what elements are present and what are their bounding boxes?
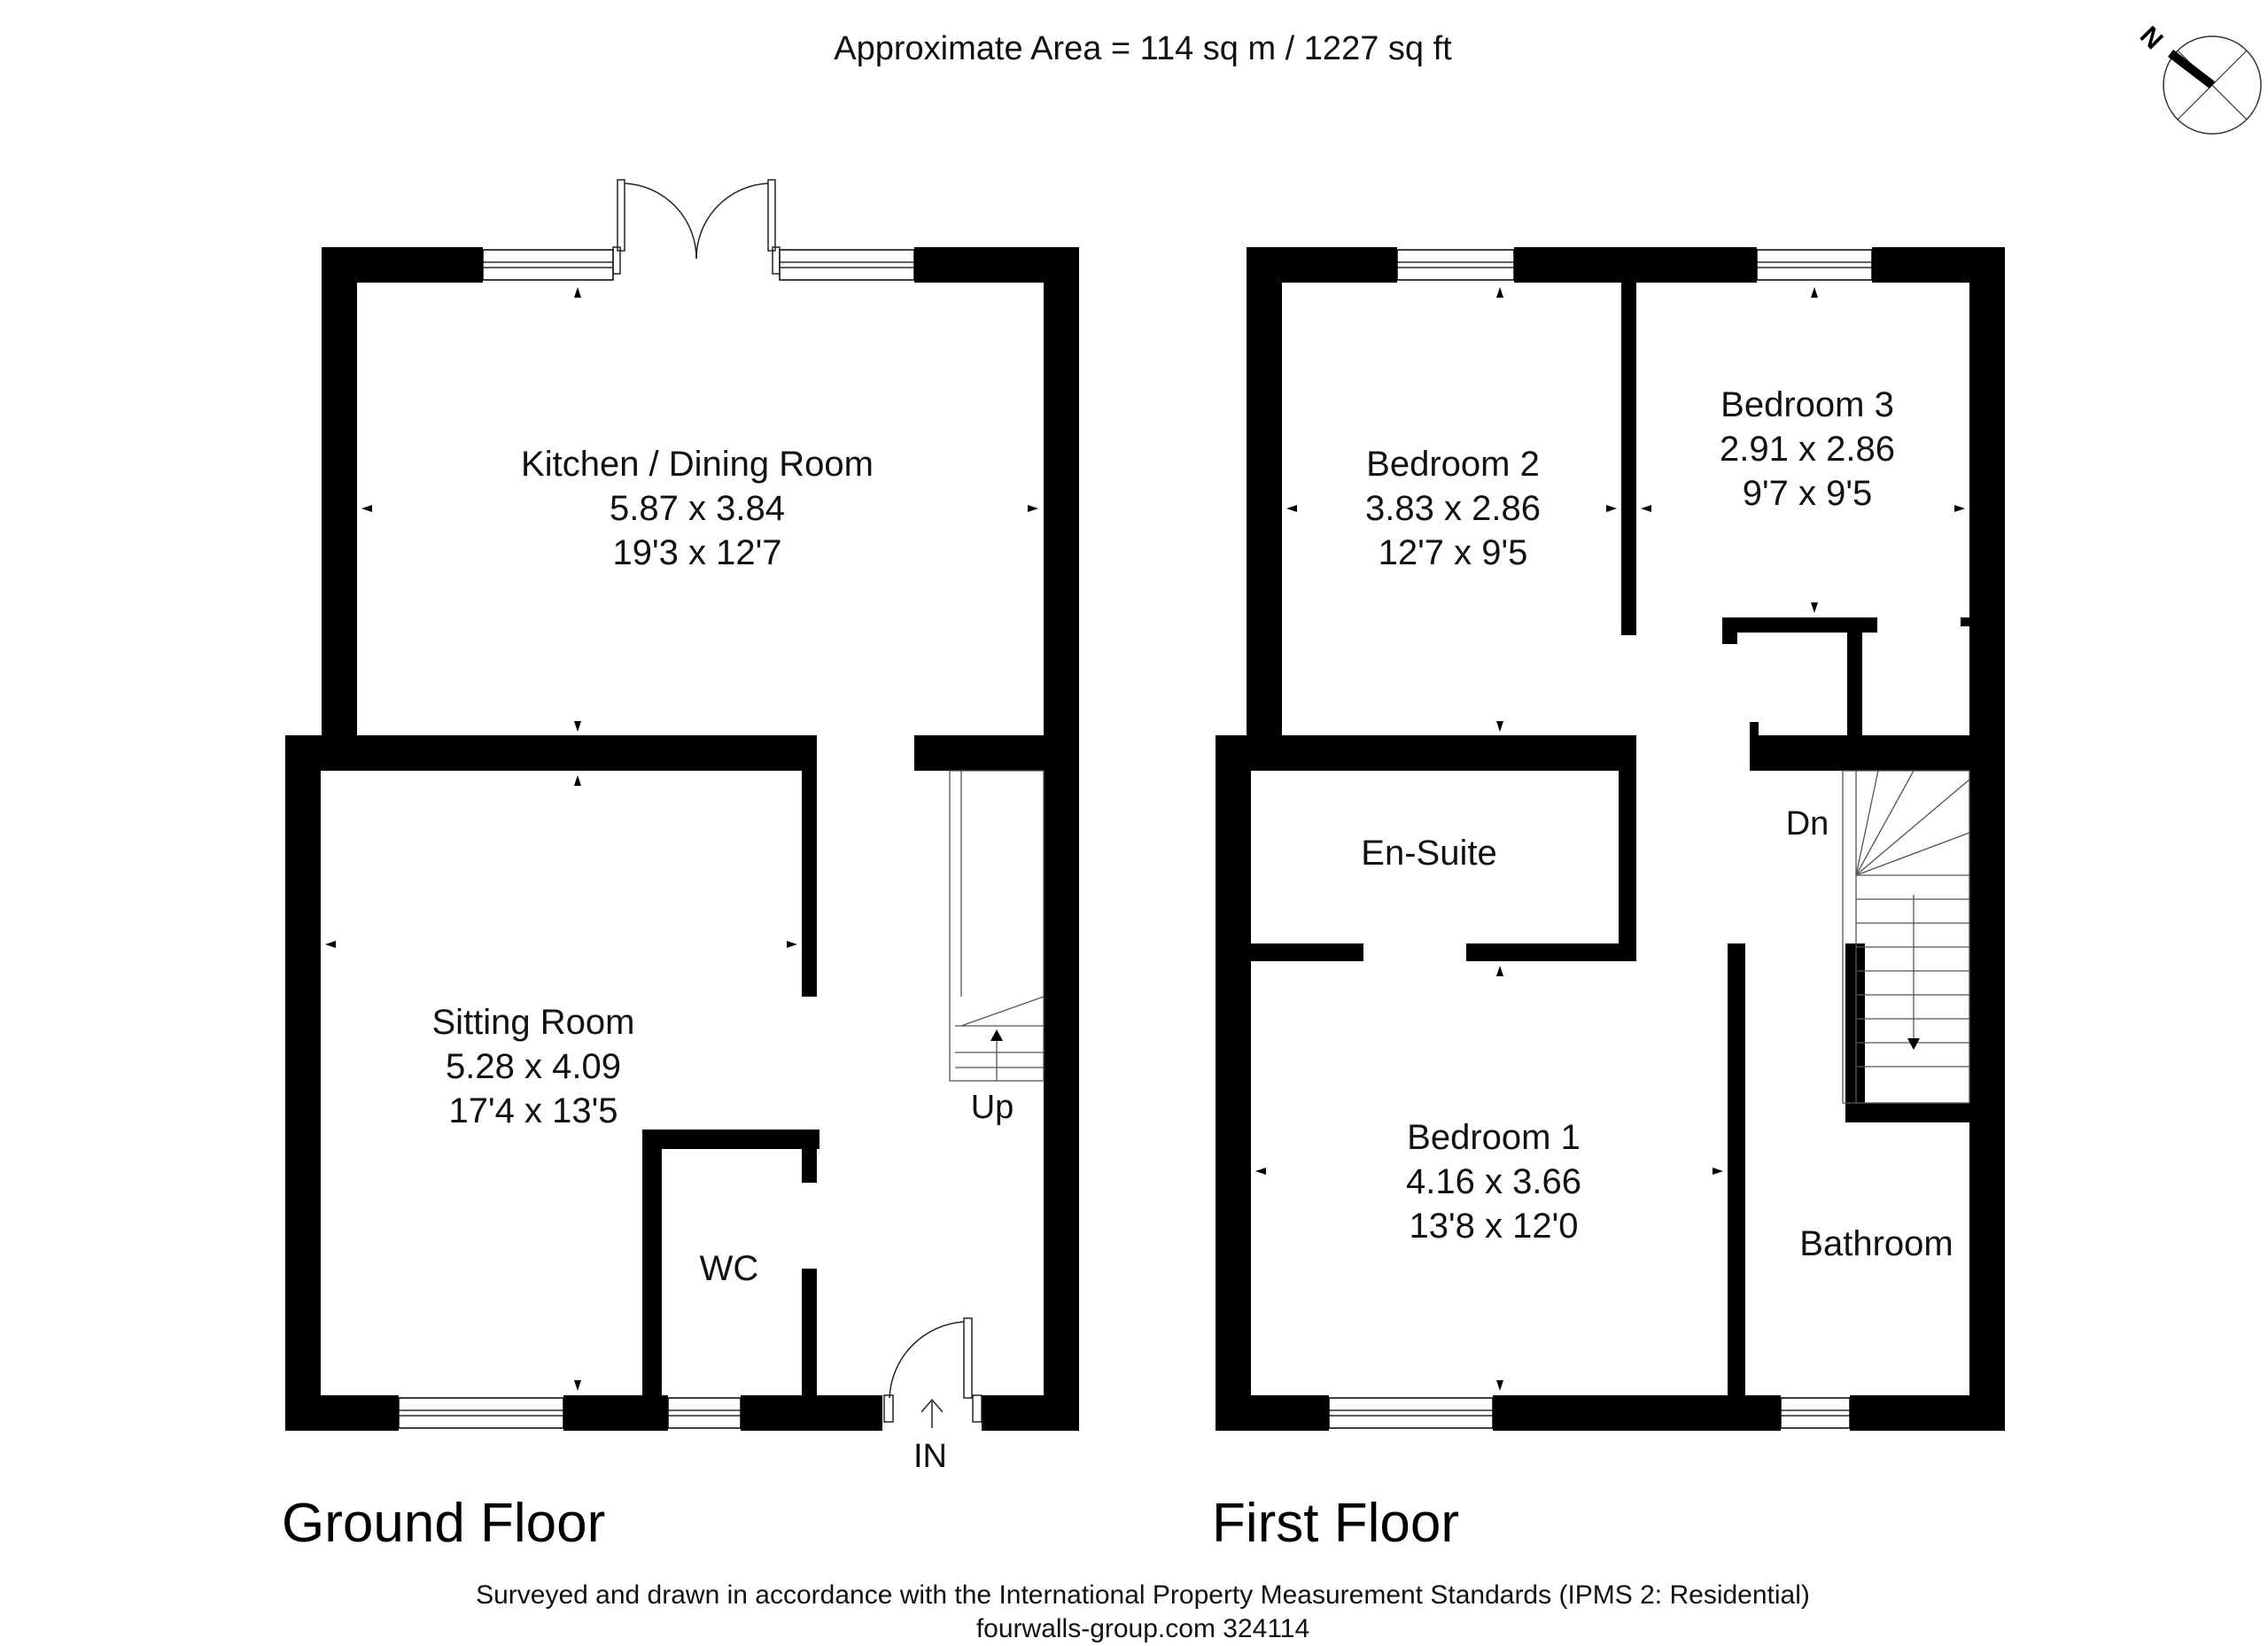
room-metric-sitting: 5.28 x 4.09 bbox=[446, 1047, 621, 1086]
room-name-bedroom-3: Bedroom 3 bbox=[1720, 385, 1894, 424]
room-imperial-bedroom-3: 9'7 x 9'5 bbox=[1743, 474, 1872, 513]
room-metric-bedroom-2: 3.83 x 2.86 bbox=[1365, 489, 1541, 528]
survey-statement: Surveyed and drawn in accordance with th… bbox=[476, 1580, 1810, 1610]
room-name-bathroom: Bathroom bbox=[1799, 1224, 1953, 1263]
room-imperial-bedroom-1: 13'8 x 12'0 bbox=[1410, 1207, 1579, 1246]
compass-icon: N bbox=[2134, 21, 2262, 135]
room-name-kitchen: Kitchen / Dining Room bbox=[521, 445, 874, 484]
survey-reference: fourwalls-group.com 324114 bbox=[976, 1614, 1309, 1643]
room-metric-kitchen: 5.87 x 3.84 bbox=[610, 489, 785, 528]
stairs-up-label: Up bbox=[971, 1089, 1014, 1126]
room-name-sitting: Sitting Room bbox=[432, 1003, 635, 1042]
first-floor-title: First Floor bbox=[1212, 1493, 1459, 1554]
room-name-bedroom-2: Bedroom 2 bbox=[1366, 445, 1540, 484]
entrance-label: IN bbox=[913, 1438, 947, 1475]
stairs-down-label: Dn bbox=[1786, 805, 1829, 842]
room-name-wc: WC bbox=[700, 1249, 759, 1288]
room-metric-bedroom-1: 4.16 x 3.66 bbox=[1406, 1162, 1581, 1201]
room-name-bedroom-1: Bedroom 1 bbox=[1407, 1118, 1581, 1157]
area-summary: Approximate Area = 114 sq m / 1227 sq ft bbox=[834, 30, 1452, 67]
room-imperial-kitchen: 19'3 x 12'7 bbox=[613, 533, 782, 572]
north-label: N bbox=[2134, 21, 2169, 56]
ground-floor-title: Ground Floor bbox=[282, 1493, 605, 1554]
room-metric-bedroom-3: 2.91 x 2.86 bbox=[1720, 430, 1895, 469]
room-name-en-suite: En-Suite bbox=[1361, 834, 1496, 873]
ground-floor-plan: Kitchen / Dining Room 5.87 x 3.84 19'3 x… bbox=[282, 179, 1079, 1554]
first-floor-plan: Bedroom 2 3.83 x 2.86 12'7 x 9'5 Bedroom… bbox=[1212, 247, 2005, 1554]
room-imperial-bedroom-2: 12'7 x 9'5 bbox=[1379, 533, 1528, 572]
room-imperial-sitting: 17'4 x 13'5 bbox=[449, 1091, 618, 1130]
